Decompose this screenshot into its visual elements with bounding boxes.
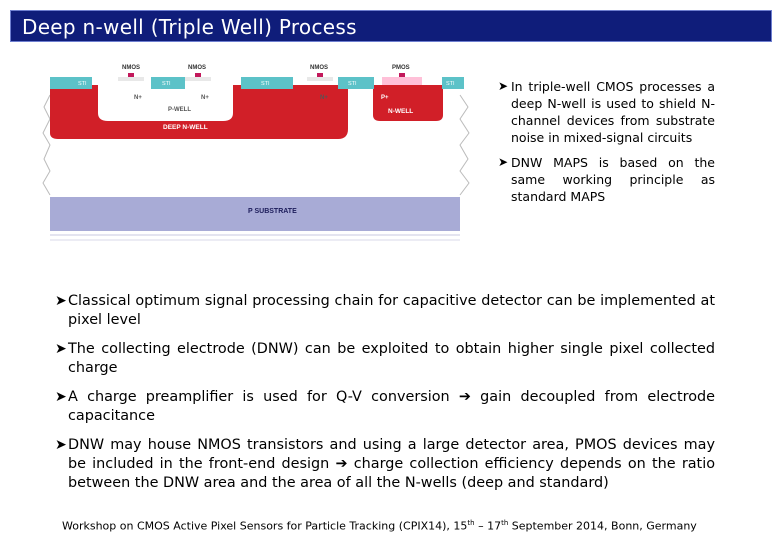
side-bullet-item: ➤ DNW MAPS is based on the same working … (498, 154, 715, 205)
torn-right-edge (459, 94, 470, 196)
bullet-arrow-icon: ➤ (498, 79, 509, 93)
sti-block (338, 77, 374, 89)
n-plus-label: N+ (201, 95, 209, 101)
p-plus-label: P+ (381, 95, 389, 101)
bullet-arrow-icon: ➤ (498, 155, 509, 169)
main-bullet-text-end: gain decoupled from electrode capacitanc… (68, 389, 715, 424)
sti-block (50, 77, 92, 89)
nmos-transistor (307, 73, 333, 81)
nmos-transistor (118, 73, 144, 81)
bullet-arrow-icon: ➤ (55, 341, 67, 357)
sti-label: STI (78, 81, 87, 87)
main-bullet-text-start: A charge preamplifier is used for Q-V co… (68, 389, 459, 405)
sti-label: STI (446, 81, 455, 87)
pmos-label: PMOS (392, 65, 410, 71)
sti-block (442, 77, 464, 89)
main-bullet-item: ➤ A charge preamplifier is used for Q-V … (55, 388, 715, 426)
torn-left-edge (42, 94, 51, 196)
footer-text: Workshop on CMOS Active Pixel Sensors fo… (62, 519, 697, 533)
pmos-transistor (382, 73, 422, 85)
main-bullet-text-end: charge collection efficiency depends on … (68, 456, 715, 491)
bullet-arrow-icon: ➤ (55, 293, 67, 309)
main-bullet-text: The collecting electrode (DNW) can be ex… (68, 341, 715, 376)
side-bullet-text: DNW MAPS is based on the same working pr… (511, 155, 715, 204)
n-plus-label: N+ (134, 95, 142, 101)
p-substrate-region (50, 197, 460, 231)
main-bullet-item: ➤ The collecting electrode (DNW) can be … (55, 340, 715, 378)
main-bullet-text-start: DNW may house NMOS transistors and using… (68, 437, 715, 472)
sti-label: STI (348, 81, 357, 87)
sti-block (241, 77, 293, 89)
slide-title: Deep n-well (Triple Well) Process (22, 15, 357, 39)
n-plus-label: N+ (320, 95, 328, 101)
p-substrate-label: P SUBSTRATE (248, 208, 297, 215)
main-bullet-item: ➤ DNW may house NMOS transistors and usi… (55, 436, 715, 493)
nmos-transistor (185, 73, 211, 81)
footer-superscript: th (501, 519, 509, 527)
nmos-label: NMOS (122, 65, 140, 71)
main-bullet-text: Classical optimum signal processing chai… (68, 293, 715, 328)
p-well-region (98, 85, 233, 121)
n-well-region (373, 85, 443, 121)
p-well-label: P-WELL (168, 107, 191, 113)
nmos-label: NMOS (188, 65, 206, 71)
footer-part: Workshop on CMOS Active Pixel Sensors fo… (62, 519, 468, 533)
triple-well-cross-section-diagram: P SUBSTRATE STI STI STI STI STI NMOS NMO… (42, 65, 470, 241)
side-bullet-text: In triple-well CMOS processes a deep N-w… (511, 79, 715, 145)
right-arrow-icon: ➔ (335, 456, 348, 472)
sti-label: STI (261, 81, 270, 87)
main-bullet-list: ➤ Classical optimum signal processing ch… (55, 292, 715, 503)
side-bullet-item: ➤ In triple-well CMOS processes a deep N… (498, 78, 715, 146)
nmos-label: NMOS (310, 65, 328, 71)
bullet-arrow-icon: ➤ (55, 389, 67, 405)
main-bullet-item: ➤ Classical optimum signal processing ch… (55, 292, 715, 330)
n-well-label: N-WELL (388, 108, 413, 115)
deep-n-well-label: DEEP N-WELL (163, 124, 208, 131)
footer-part: September 2014, Bonn, Germany (508, 519, 697, 533)
bullet-arrow-icon: ➤ (55, 437, 67, 453)
footer-part: – 17 (474, 519, 502, 533)
right-arrow-icon: ➔ (458, 389, 471, 405)
slide-title-bar: Deep n-well (Triple Well) Process (10, 10, 772, 42)
sti-block (151, 77, 185, 89)
side-bullet-list: ➤ In triple-well CMOS processes a deep N… (498, 78, 715, 213)
footer-superscript: th (467, 519, 475, 527)
sti-label: STI (162, 81, 171, 87)
